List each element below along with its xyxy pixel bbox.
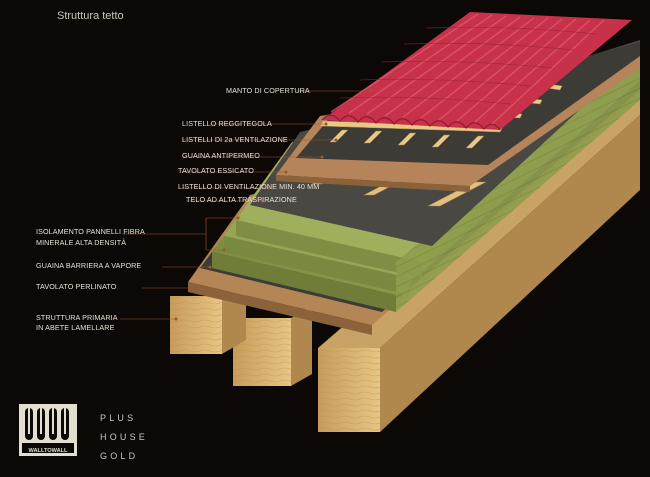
label-listello-reggitegola: LISTELLO REGGITEGOLA bbox=[182, 119, 272, 128]
label-listelli-ventilazione: LISTELLI DI 2a VENTILAZIONE bbox=[182, 135, 288, 144]
roof-tiles bbox=[321, 12, 632, 131]
label-telo: TELO AD ALTA TRASPIRAZIONE bbox=[186, 195, 297, 204]
logo-text: WALLTOWALL bbox=[28, 448, 68, 454]
brand-line-plus: PLUS bbox=[100, 413, 137, 423]
label-struttura-line1: STRUTTURA PRIMARIA bbox=[36, 313, 118, 322]
brand-line-gold: GOLD bbox=[100, 451, 139, 461]
label-tavolato-perlinato: TAVOLATO PERLINATO bbox=[36, 282, 117, 291]
brand-line-house: HOUSE bbox=[100, 432, 149, 442]
label-struttura-line2: IN ABETE LAMELLARE bbox=[36, 323, 115, 332]
label-guaina-barriera: GUAINA BARRIERA A VAPORE bbox=[36, 261, 142, 270]
second-ventilation-battens bbox=[329, 129, 485, 149]
callout-lines bbox=[120, 89, 372, 321]
label-listello-ventilazione: LISTELLO DI VENTILAZIONE MIN. 40 MM bbox=[178, 182, 320, 191]
label-tavolato-essicato: TAVOLATO ESSICATO bbox=[178, 166, 254, 175]
label-isolamento-line1: ISOLAMENTO PANNELLI FIBRA bbox=[36, 227, 145, 236]
label-guaina-antipermeo: GUAINA ANTIPERMEO bbox=[182, 151, 260, 160]
label-isolamento-line2: MINERALE ALTA DENSITÀ bbox=[36, 238, 127, 247]
walltowall-logo bbox=[19, 404, 77, 456]
page-title: Struttura tetto bbox=[57, 10, 124, 22]
label-manto: MANTO DI COPERTURA bbox=[226, 86, 310, 95]
